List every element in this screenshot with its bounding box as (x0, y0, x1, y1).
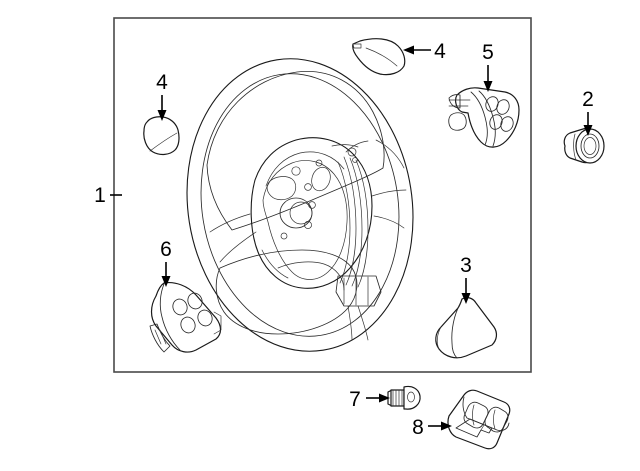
part-2-bushing-grommet (563, 127, 605, 164)
hub-skirt-left (261, 249, 289, 279)
part-4-trim-cover-left (143, 116, 180, 156)
part-4-trim-cover-upper (352, 38, 406, 76)
switch-module-lower-bar-notch (480, 424, 485, 431)
hub-hole-a (291, 166, 301, 176)
callout-label-3: 3 (460, 254, 472, 277)
hub-hole-e (315, 159, 323, 167)
callout-label-7: 7 (349, 388, 361, 411)
switch-right-button-2 (496, 99, 510, 115)
steering-wheel-assembly (186, 58, 414, 352)
steering-wheel-inner-rim (200, 73, 400, 337)
bushing-bore-outer (580, 133, 600, 159)
leader-6 (161, 262, 171, 287)
callout-label-4-left: 4 (156, 71, 168, 94)
hub-recess-left (266, 176, 297, 201)
hub-inner-plate (262, 160, 348, 280)
switch-left-button-2 (187, 292, 203, 310)
switch-module-button-2-rib (493, 409, 496, 430)
hub-hole-c (308, 201, 316, 209)
screw-threads (392, 389, 403, 407)
switch-right-button-3 (489, 114, 503, 130)
screw-drive-recess (407, 391, 415, 403)
trim-cover-upper-body (352, 38, 406, 76)
leader-8 (428, 421, 452, 431)
hub-lower-tail-2 (347, 305, 353, 341)
switch-right-boss (448, 112, 467, 131)
hub-oval-pad (311, 166, 331, 192)
switch-left-fins (154, 329, 167, 345)
hub-skirt (277, 261, 345, 291)
hub-ribbon-1 (343, 156, 357, 286)
hub-connector-block (335, 275, 382, 307)
spoke-blend-right (371, 189, 407, 197)
leader-7 (366, 393, 390, 403)
hub-hole-h (352, 157, 358, 163)
spoke-blend-right-2 (373, 215, 405, 229)
hub-center-bore (289, 201, 313, 225)
spoke-blend-upper-right (375, 139, 405, 169)
switch-right-fins (448, 99, 471, 107)
spoke-blend-left-2 (209, 213, 251, 233)
callout-label-5: 5 (482, 41, 494, 64)
callout-label-4-top: 4 (434, 40, 446, 63)
switch-right-ridge-2 (478, 90, 496, 147)
hub-contour-upper (265, 151, 345, 187)
leader-4-top (403, 45, 431, 55)
hub-hole-f (280, 232, 288, 240)
trim-cover-left-edge (149, 132, 178, 152)
hub-lower-tail (357, 305, 369, 341)
bushing-seam (573, 133, 577, 161)
callout-label-8: 8 (412, 416, 424, 439)
trim-lower-right-body (435, 297, 498, 359)
steering-wheel-hub-body (250, 137, 373, 289)
hub-hole-g (347, 147, 357, 157)
switch-left-tab (213, 311, 222, 335)
switch-left-button-4 (197, 309, 213, 327)
switch-right-button-4 (500, 116, 514, 132)
part-5-switch-assembly-right (448, 87, 520, 148)
switch-module-lower-bar (455, 418, 493, 438)
callout-label-1: 1 (94, 184, 106, 207)
leader-2 (583, 112, 593, 136)
hub-hole-b (304, 183, 312, 191)
callout-label-6: 6 (160, 238, 172, 261)
bushing-bore-inner (583, 137, 597, 155)
spoke-blend-left (219, 231, 257, 263)
part-6-switch-assembly-left (149, 281, 222, 353)
switch-module-body (447, 389, 511, 450)
switch-left-skirt (149, 323, 171, 353)
leader-5 (483, 65, 493, 92)
hub-ribbon-4 (337, 161, 351, 284)
trim-lower-right-crease (451, 303, 461, 359)
hub-connector-fins (343, 276, 369, 306)
switch-left-ridge-1 (159, 283, 181, 351)
hub-center-boss (279, 197, 313, 229)
switch-module-button-1-rib (472, 404, 475, 426)
part-8-switch-module (447, 389, 511, 450)
leader-4-left (157, 95, 167, 121)
hub-ribbon-2 (349, 157, 363, 287)
steering-wheel-outer-rim (186, 58, 414, 352)
hub-ribbon-3 (355, 159, 369, 288)
switch-right-ridge-1 (470, 91, 488, 146)
part-3-trim-cover-lower-right (435, 297, 498, 359)
switch-right-side-tab (448, 94, 461, 109)
part-7-mounting-screw (387, 385, 421, 410)
hub-edge-detail-2 (331, 144, 359, 148)
hub-edge-detail-1 (345, 140, 369, 153)
trim-lower-right-edge (436, 326, 442, 350)
switch-right-button-1 (485, 96, 499, 112)
callout-label-2: 2 (582, 88, 594, 111)
leader-3 (461, 278, 471, 304)
steering-wheel-upper-pad (206, 70, 385, 231)
switch-left-button-1 (172, 298, 188, 316)
trim-cover-upper-tab (352, 43, 362, 49)
trim-cover-left-body (143, 116, 180, 156)
switch-left-button-3 (180, 316, 196, 334)
screw-head (403, 385, 421, 410)
hub-hole-d (304, 221, 312, 229)
trim-cover-upper-crease (365, 47, 398, 67)
